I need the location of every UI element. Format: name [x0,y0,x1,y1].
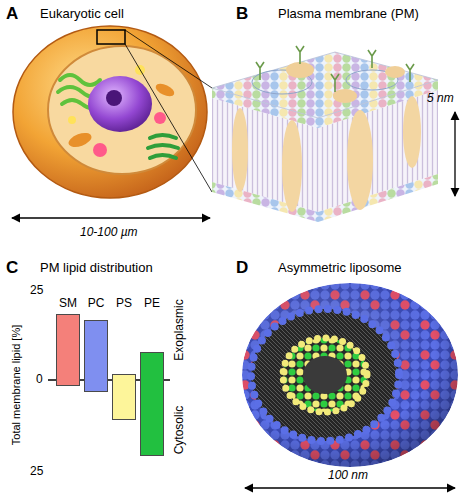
liposome-illustration-part [245,487,455,488]
panel-title: Plasma membrane (PM) [278,7,419,22]
axis-tick: 25 [30,284,43,298]
panel-title: Eukaryotic cell [40,7,124,22]
dimension-label: 5 nm [427,92,454,106]
bar-label: SM [51,297,85,309]
liposome-illustration-part-part [242,283,458,467]
membrane-illustration-part [385,66,405,78]
cell-illustration-part [68,116,76,124]
cell-illustration-part [93,143,107,157]
lipid-bar: PS [112,374,136,420]
cell-illustration-part [12,217,210,218]
membrane-illustration-part [333,89,357,103]
liposome-illustration-part [283,338,367,412]
lipid-bar: PC [84,320,108,392]
membrane-illustration-part [318,174,438,222]
liposome-illustration [242,283,458,488]
axis-tick: 25 [30,465,43,479]
bar-label: PS [107,297,141,309]
membrane-illustration-part [232,108,248,192]
side-label: Cytosolic [173,406,187,455]
membrane-illustration-part [347,110,373,210]
cell-illustration-part [48,46,196,174]
dimension-label: 100 nm [328,469,368,483]
membrane-illustration-part [212,182,318,222]
membrane-illustration-part [286,62,314,78]
axis-tick: 0 [36,373,43,387]
bar-label: PE [135,297,169,309]
panel-letter: B [236,4,248,24]
lipid-bar: PE [140,352,164,456]
panel-letter: A [6,4,18,24]
liposome-illustration-part [242,283,458,467]
membrane-illustration-part [403,96,421,168]
panel-title: Asymmetric liposome [278,261,402,276]
cell-illustration [12,26,212,218]
cell-illustration-part [106,90,122,106]
membrane-illustration-part [282,120,302,212]
cell-illustration-part [88,76,152,132]
membrane-illustration-part [256,46,414,92]
panel-title: PM lipid distribution [40,261,153,276]
liposome-illustration-part [251,309,399,441]
cell-illustration-part [67,130,94,149]
liposome-illustration-part [303,356,347,394]
panel-letter: D [236,258,248,278]
cell-illustration-part [148,135,178,158]
bar-label: PC [79,297,113,309]
membrane-illustration [212,46,455,222]
lipid-bar: SM [56,314,80,386]
dimension-label: 10-100 µm [80,226,138,240]
side-label: Exoplasmic [173,299,187,360]
membrane-illustration-part [212,52,438,118]
panel-letter: C [6,258,18,278]
liposome-illustration-part [283,338,367,412]
cell-illustration-part [13,26,207,198]
cell-illustration-part [125,30,212,88]
axis-title: Total membrane lipid [%] [10,325,23,445]
cell-illustration-part [154,81,176,99]
liposome-illustration-part-part [242,283,458,467]
membrane-illustration-part [454,112,455,196]
cell-illustration-part [154,112,166,124]
cell-illustration-part [125,44,212,192]
cell-illustration-part [97,30,125,44]
